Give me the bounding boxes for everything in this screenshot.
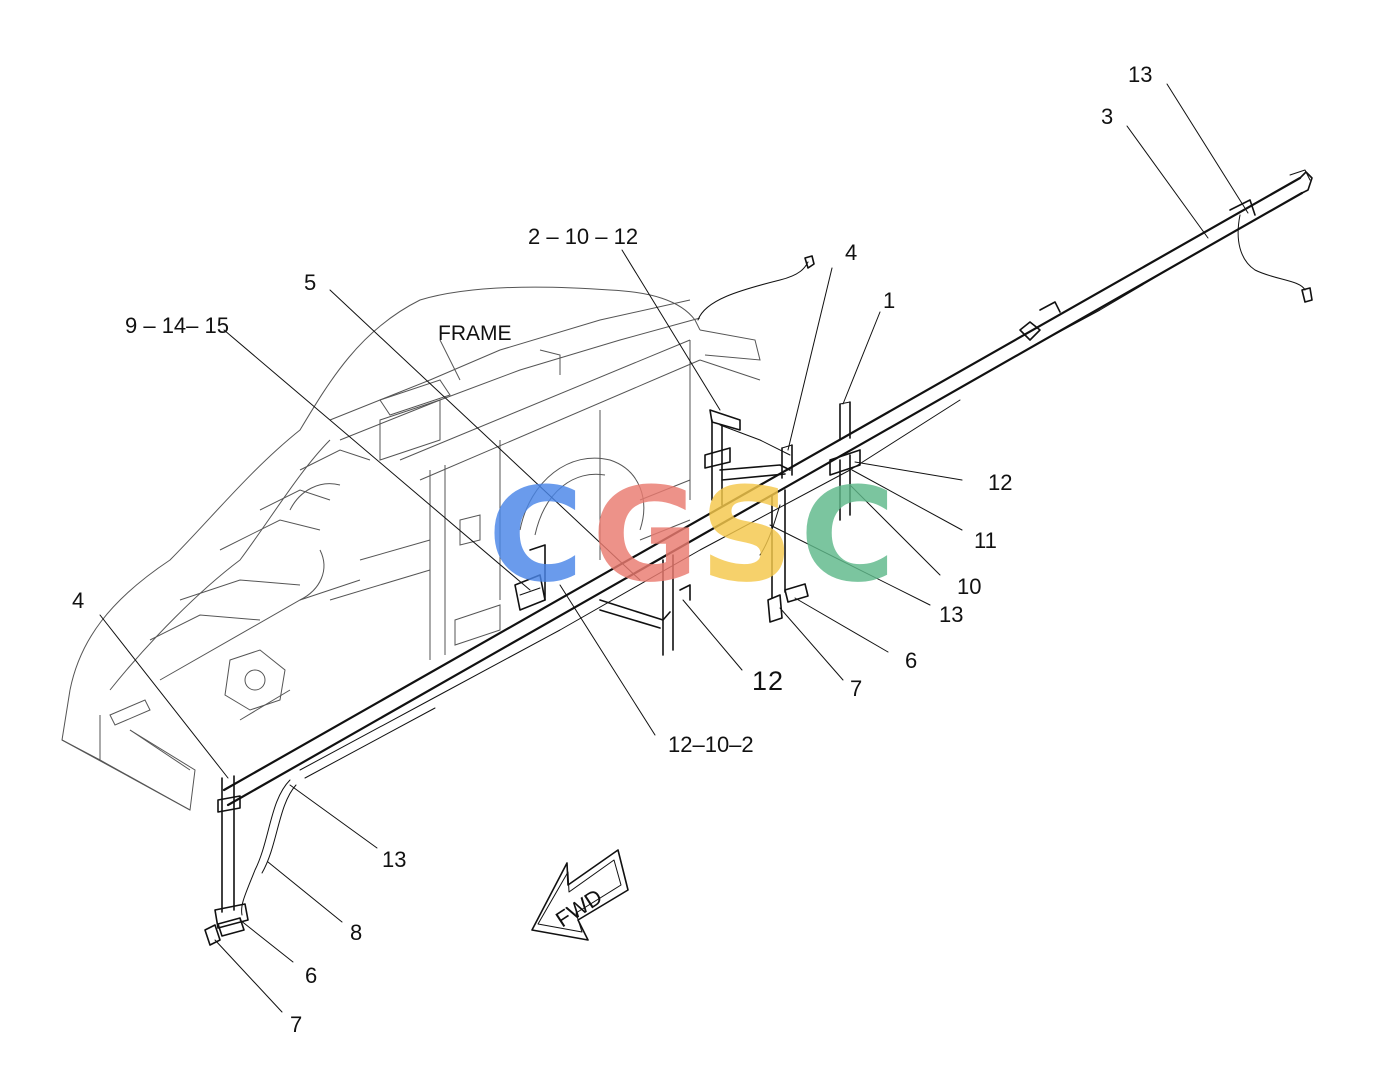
machine-frame-drawing bbox=[61, 286, 761, 811]
callout-labels: 13 3 2 – 10 – 12 4 1 5 9 – 14– 15 12 11 … bbox=[72, 62, 1152, 1037]
wiring-harness bbox=[697, 214, 1313, 456]
callout-4-left: 4 bbox=[72, 588, 84, 613]
callout-12-10-2: 12–10–2 bbox=[668, 732, 754, 757]
watermark-letter-c2: C bbox=[800, 459, 895, 611]
forward-direction-arrow: FWD bbox=[531, 849, 629, 941]
callout-3: 3 bbox=[1101, 104, 1113, 129]
center-support-assembly bbox=[599, 554, 691, 656]
callout-7-left: 7 bbox=[290, 1012, 302, 1037]
callout-13-mid: 13 bbox=[939, 602, 963, 627]
callout-12-right: 12 bbox=[988, 470, 1012, 495]
callout-2-10-12: 2 – 10 – 12 bbox=[528, 224, 638, 249]
frame-label: FRAME bbox=[438, 322, 512, 345]
fwd-label: FWD bbox=[551, 884, 607, 932]
callout-1: 1 bbox=[883, 288, 895, 313]
watermark: C G S C bbox=[488, 459, 895, 611]
leader-lines bbox=[99, 83, 1249, 1013]
callout-6-left: 6 bbox=[305, 963, 317, 988]
callout-11: 11 bbox=[974, 528, 997, 553]
upper-bracket-assembly bbox=[704, 401, 851, 506]
callout-5: 5 bbox=[304, 270, 316, 295]
watermark-letter-c1: C bbox=[488, 459, 583, 611]
watermark-letter-g: G bbox=[592, 459, 699, 611]
callout-9-14-15: 9 – 14– 15 bbox=[125, 313, 229, 338]
callout-13-top: 13 bbox=[1128, 62, 1152, 87]
callout-12-big: 12 bbox=[752, 666, 784, 696]
watermark-letter-s: S bbox=[700, 459, 794, 611]
callout-7-right: 7 bbox=[850, 676, 862, 701]
front-leg-assembly bbox=[204, 775, 297, 946]
callout-13-bottom: 13 bbox=[382, 847, 406, 872]
boom-assembly bbox=[222, 169, 1313, 807]
callout-8: 8 bbox=[350, 920, 362, 945]
callout-4-top: 4 bbox=[845, 240, 857, 265]
callout-6-right: 6 bbox=[905, 648, 917, 673]
bracket-9-14-15 bbox=[514, 544, 546, 611]
callout-10: 10 bbox=[957, 574, 981, 599]
